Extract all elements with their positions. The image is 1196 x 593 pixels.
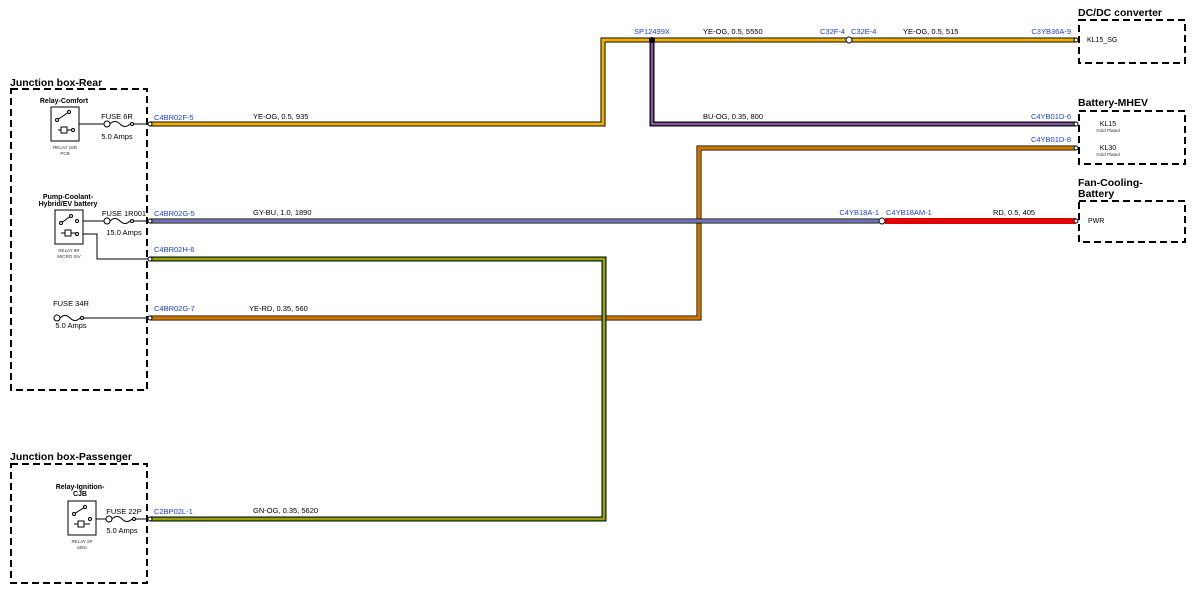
pump-sub1: RELAY 8R [58, 248, 80, 253]
pin-kl15-sub: Gold Plated [1096, 128, 1120, 133]
conn-c4yb18am1[interactable]: C4YB18AM-1 [886, 208, 932, 217]
dcdc-box [1078, 19, 1186, 64]
wire-label-5620: GN-OG, 0.35, 5620 [253, 506, 318, 515]
conn-c4yb01d6[interactable]: C4YB01D-6 [1031, 112, 1071, 121]
fuse-6r-label: FUSE 6R [101, 112, 133, 121]
fan-title-1: Fan-Cooling- [1078, 177, 1143, 189]
conn-sp12499x[interactable]: SP12499X [634, 27, 670, 36]
pump-title-2: Hybrid/EV battery [39, 201, 98, 208]
conn-c4yb01d8[interactable]: C4YB01D-8 [1031, 135, 1071, 144]
relay-ign-symbol [67, 500, 97, 536]
fuse-22p-label: FUSE 22P [106, 507, 141, 516]
wire-yerd-560[interactable] [150, 145, 1076, 321]
wire-gnog-5620[interactable] [150, 256, 607, 522]
conn-c3yb36a9[interactable]: C3YB36A-9 [1031, 27, 1071, 36]
relay-ign-sub1: RELAY 2P [71, 539, 92, 544]
pin-kl30-sub: Gold Plated [1096, 152, 1120, 157]
pin-kl30: KL30 [1100, 145, 1116, 152]
wire-label-405: RD, 0.5, 405 [993, 208, 1035, 217]
relay-comfort-symbol [50, 106, 80, 142]
conn-c4br02g7[interactable]: C4BR02G-7 [154, 304, 195, 313]
wire-label-5550: YE-OG, 0.5, 5550 [703, 27, 763, 36]
conn-c4yb18a1[interactable]: C4YB18A-1 [839, 208, 879, 217]
wire-label-515: YE-OG, 0.5, 515 [903, 27, 958, 36]
relay-comfort-sub1: RELAY 16R [53, 145, 78, 150]
relay-ign-title-1: Relay-Ignition- [56, 484, 105, 491]
fuse-34r-icon [53, 314, 84, 322]
pin-kl15-sg: KL15_SG [1087, 37, 1117, 44]
dcdc-title: DC/DC converter [1078, 7, 1162, 19]
relay-comfort-title: Relay-Comfort [40, 98, 89, 105]
fuse-1r001-icon [103, 217, 134, 225]
inline-connector-c4yb18 [878, 217, 886, 225]
battery-title: Battery-MHEV [1078, 97, 1148, 109]
pin-kl15: KL15 [1100, 121, 1116, 128]
wire-label-935: YE-OG, 0.5, 935 [253, 112, 308, 121]
fan-box [1078, 200, 1186, 243]
wire-buog-800[interactable] [649, 40, 1076, 127]
fuse-22p-rating: 5.0 Amps [106, 526, 138, 535]
fuse-34r-rating: 5.0 Amps [55, 321, 87, 330]
fuse-1r001-label: FUSE 1R001 [102, 209, 146, 218]
conn-c4br02f5[interactable]: C4BR02F-5 [154, 113, 194, 122]
inline-connector-c32 [845, 36, 853, 44]
fan-title-2: Battery [1078, 188, 1114, 200]
pump-relay-symbol [54, 209, 84, 245]
wire-label-1890: GY-BU, 1.0, 1890 [253, 208, 312, 217]
relay-ign-title-2: CJB [73, 491, 87, 498]
pump-title-1: Pump-Coolant- [43, 194, 94, 201]
wire-label-560: YE-RD, 0.35, 560 [249, 304, 308, 313]
fuse-1r001-rating: 15.0 Amps [106, 228, 142, 237]
relay-comfort-sub2: PCB [60, 151, 69, 156]
pump-sub2: MICRO ISV [57, 254, 81, 259]
conn-c4br02g5[interactable]: C4BR02G-5 [154, 209, 195, 218]
conn-c32e4[interactable]: C32E-4 [851, 27, 876, 36]
splice-point [649, 37, 655, 43]
jb-passenger-box [10, 463, 148, 584]
relay-ign-sub2: MINI [77, 545, 87, 550]
conn-c2bp02l1[interactable]: C2BP02L-1 [154, 507, 193, 516]
jb-rear-box [10, 88, 148, 391]
wire-label-800: BU-OG, 0.35, 800 [703, 112, 763, 121]
battery-box [1078, 110, 1186, 165]
conn-c4br02h6[interactable]: C4BR02H-6 [154, 245, 194, 254]
jb-rear-title: Junction box-Rear [10, 77, 102, 89]
conn-c32f4[interactable]: C32F-4 [820, 27, 845, 36]
wire-yeog-935[interactable] [150, 37, 652, 127]
fuse-6r-rating: 5.0 Amps [101, 132, 133, 141]
fuse-34r-label: FUSE 34R [53, 299, 89, 308]
fuse-22p-icon [105, 515, 136, 523]
pin-pwr: PWR [1088, 218, 1104, 225]
jb-passenger-title: Junction box-Passenger [10, 451, 132, 463]
fuse-6r-icon [103, 120, 134, 128]
